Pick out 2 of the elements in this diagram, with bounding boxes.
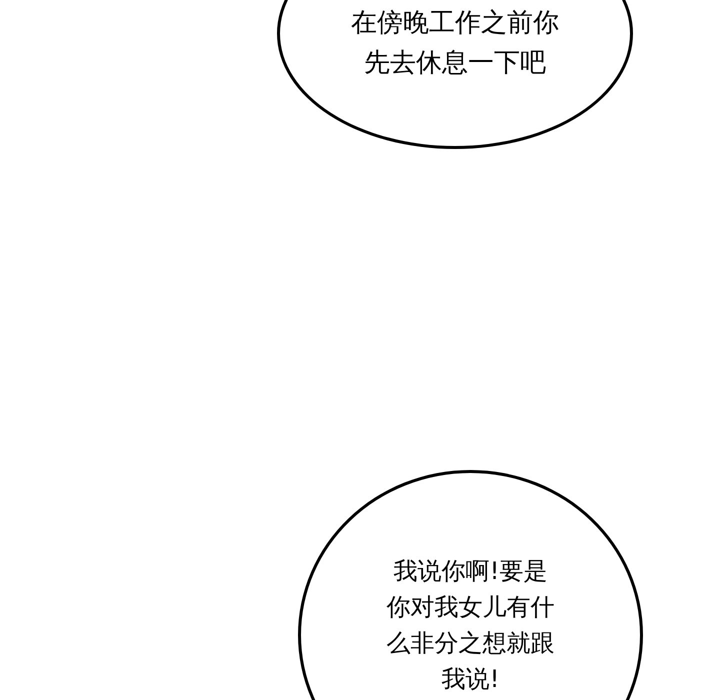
dialogue-text: 在傍晚工作之前你先去休息一下吧 [350,7,560,80]
dialogue-text: 我说你啊!要是你对我女儿有什么非分之想就跟我说! [386,556,556,695]
